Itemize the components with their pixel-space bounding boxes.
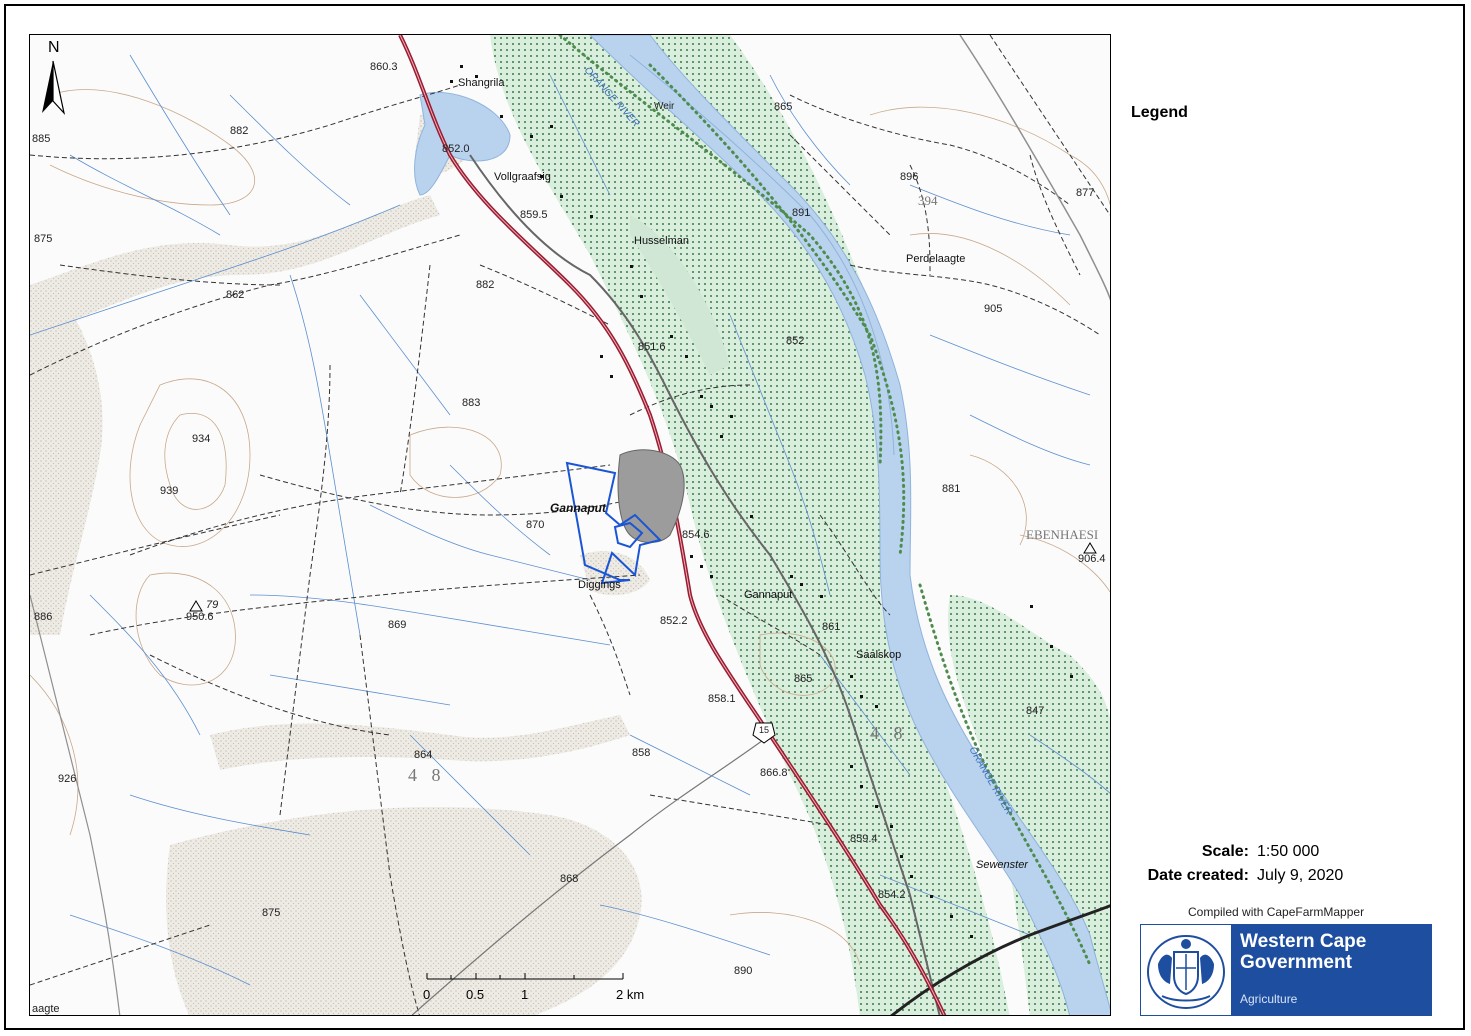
orange-river	[589, 35, 1110, 1015]
spot-height: 870	[526, 519, 545, 531]
org-name-line1: Western Cape	[1240, 931, 1367, 952]
map-info: Scale: 1:50 000 Date created: July 9, 2020	[1131, 840, 1344, 888]
property-boundary[interactable]	[565, 461, 662, 585]
route-shield	[752, 722, 776, 744]
spot-height: 890	[734, 965, 753, 977]
spot-height: 858	[632, 747, 651, 759]
spot-height: 875	[262, 907, 281, 919]
spot-height: 939	[160, 485, 179, 497]
buildings	[450, 65, 1073, 938]
scale-row: Scale: 1:50 000	[1131, 840, 1343, 864]
spot-height: 886	[34, 611, 53, 623]
contour-lines	[30, 89, 1110, 966]
compiled-credit: Compiled with CapeFarmMapper	[1188, 905, 1365, 919]
spot-height: 926	[58, 773, 77, 785]
government-banner: Western Cape Government Agriculture	[1232, 924, 1432, 1016]
spot-height: 852	[786, 335, 805, 347]
dam	[414, 91, 511, 196]
spot-height: 896	[900, 171, 919, 183]
spot-height: 865	[774, 101, 793, 113]
weir-label: Weir	[654, 101, 675, 112]
spot-height: 882	[230, 125, 249, 137]
spot-height: 865	[794, 673, 813, 685]
sand-areas	[30, 112, 650, 1015]
district-line	[959, 35, 1110, 301]
scale-bar: 0 0.5 1 2 km	[423, 971, 656, 1011]
scale-label: Scale:	[1201, 843, 1249, 860]
spot-height: 883	[462, 397, 481, 409]
spot-height: 861	[822, 621, 841, 633]
map-canvas	[30, 35, 1110, 1015]
place-gannaput-town: Gannaput	[550, 501, 606, 515]
spot-height: 885	[32, 133, 51, 145]
edge-label: aagte	[32, 1003, 60, 1015]
coat-of-arms-icon	[1140, 924, 1232, 1016]
spot-height: 934	[192, 433, 211, 445]
spot-height: 866.8	[760, 767, 788, 779]
scale-tick: 0.5	[466, 987, 485, 1002]
place-husselman: Husselman	[634, 235, 690, 247]
department-name: Agriculture	[1240, 992, 1298, 1006]
org-name-line2: Government	[1240, 952, 1352, 973]
western-cape-logo: Western Cape Government Agriculture	[1140, 924, 1432, 1016]
north-arrow: N	[38, 39, 68, 119]
spot-height: 868	[560, 873, 579, 885]
place-gannaput-farm: Gannaput	[744, 589, 793, 601]
spot-height: 882	[476, 279, 495, 291]
streams	[30, 54, 1110, 986]
place-shangrila: Shangrila	[458, 77, 505, 89]
topographic-map[interactable]: N 860.3 852.0 859.5 882 885 875 862 882 …	[29, 34, 1111, 1016]
spot-height: 847	[1026, 705, 1045, 717]
spot-height: 950.6	[186, 611, 214, 623]
route-number: 15	[759, 725, 770, 735]
railway	[890, 904, 1110, 1015]
scale-tick: 1	[521, 987, 529, 1002]
page-frame	[4, 4, 1465, 1030]
farm-ebenhaeser: EBENHAESI	[1026, 527, 1099, 542]
spot-height: 864	[414, 749, 433, 761]
secondary-road	[469, 154, 941, 1015]
scale-tick: 0	[423, 987, 431, 1002]
spot-height: 881	[942, 483, 961, 495]
date-row: Date created: July 9, 2020	[1131, 864, 1344, 888]
grid-number-left: 4 8	[408, 765, 446, 785]
spot-height: 851.6	[638, 341, 666, 353]
place-saalskop: Saalskop	[856, 649, 902, 661]
spot-height: 859.4	[850, 833, 878, 845]
spot-height: 869	[388, 619, 407, 631]
trig-number: 79	[206, 599, 219, 611]
place-perdelaagte: Perdelaagte	[906, 253, 966, 265]
river-fence	[558, 35, 883, 467]
trig-marker	[189, 600, 203, 612]
farm-boundaries	[30, 35, 1110, 1015]
place-sewenster: Sewenster	[976, 859, 1028, 871]
north-label: N	[48, 39, 60, 56]
spot-height: 860.3	[370, 61, 398, 73]
legend-title: Legend	[1131, 104, 1188, 121]
spot-height: 905	[984, 303, 1003, 315]
scale-value: 1:50 000	[1257, 843, 1320, 860]
spot-height: 877	[1076, 187, 1095, 199]
spot-height: 891	[792, 207, 811, 219]
scale-tick: 2 km	[616, 987, 645, 1002]
place-vollgraafsig: Vollgraafsig	[494, 171, 551, 183]
spot-height: 854.6	[682, 529, 710, 541]
spot-height: 862	[226, 289, 245, 301]
grid-number-right: 4 8	[870, 723, 908, 743]
spot-height: 875	[34, 233, 53, 245]
spot-height: 852.2	[660, 615, 688, 627]
place-diggings: Diggings	[578, 579, 621, 591]
spot-height: 859.5	[520, 209, 548, 221]
date-value: July 9, 2020	[1257, 867, 1344, 884]
spot-height: 854.2	[878, 889, 906, 901]
town-area	[617, 449, 685, 543]
spot-height: 858.1	[708, 693, 736, 705]
date-label: Date created:	[1147, 867, 1249, 884]
spot-height: 906.4	[1078, 553, 1106, 565]
farm-number-394: 394	[918, 193, 938, 208]
spot-height: 852.0	[442, 143, 470, 155]
